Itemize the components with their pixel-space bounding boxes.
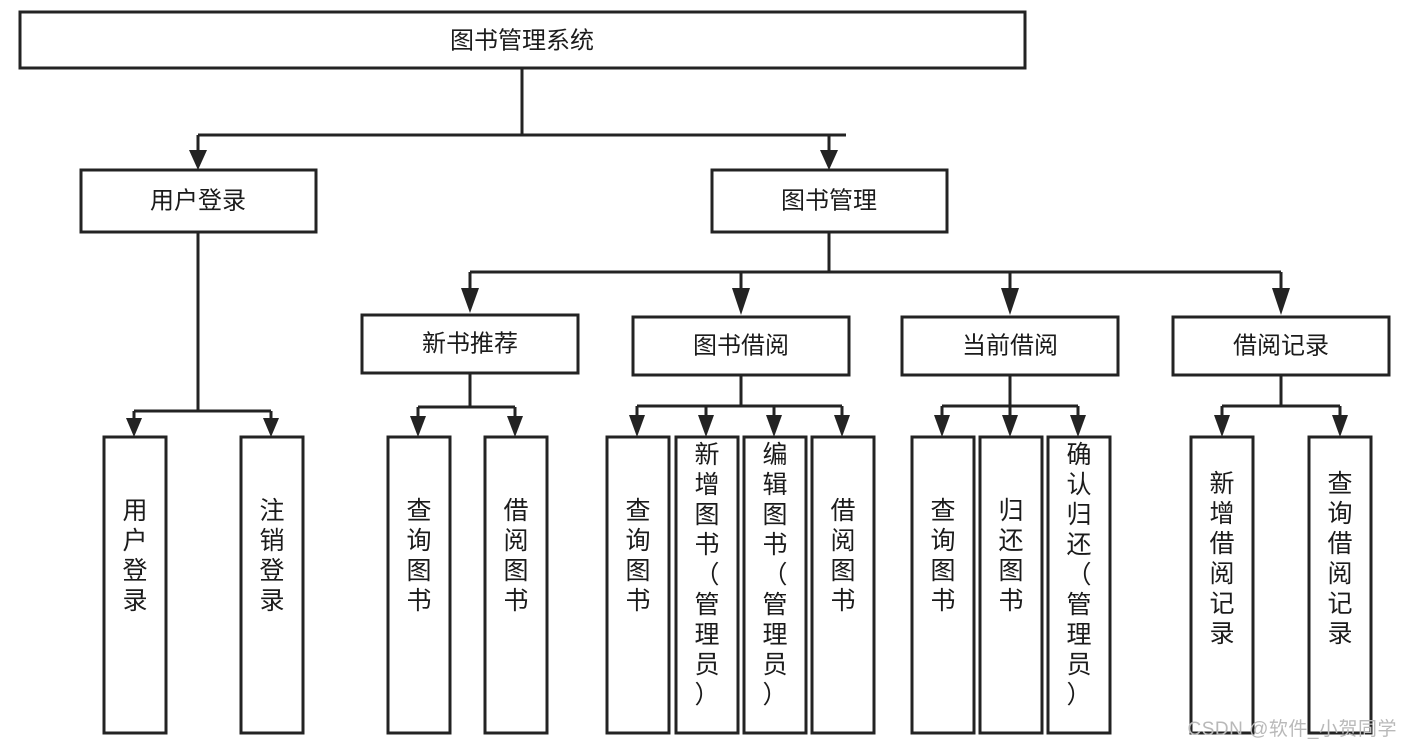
node-leaf-12-box [1189,435,1255,735]
connector-layer [126,68,1348,437]
arrowhead-leaf-1 [126,418,142,437]
node-user-login[interactable]: 用户登录 [79,168,318,234]
node-leaf-11-box [1046,435,1112,735]
node-current-borrow-label: 当前借阅 [962,332,1058,359]
arrowhead-new-book-rec [461,288,479,313]
node-leaf-9-label: 查询图书 [930,497,955,615]
node-leaf-7-box [742,435,808,735]
node-user-login-box [79,168,318,234]
arrowhead-current-borrow [1001,288,1019,315]
node-book-mgmt[interactable]: 图书管理 [710,168,949,234]
node-leaf-6-box [674,435,740,735]
arrowhead-leaf-11 [1070,415,1086,437]
node-borrow-record-box [1171,315,1391,377]
arrowhead-leaf-8 [834,415,850,437]
node-current-borrow-box [900,315,1120,377]
arrowhead-leaf-5 [629,415,645,437]
node-leaf-9-box [910,435,976,735]
node-leaf-12-label: 新增借阅记录 [1209,470,1234,648]
arrowhead-leaf-6 [698,415,714,437]
node-book-mgmt-box [710,168,949,234]
arrowhead-leaf-9 [934,415,950,437]
node-leaf-9[interactable]: 查询图书 [910,435,976,735]
node-leaf-11[interactable]: 确认归还（管理员） [1046,435,1112,735]
arrowhead-borrow-record [1272,288,1290,315]
node-leaf-2-label: 注销登录 [259,497,284,615]
node-root-box [18,10,1027,70]
node-leaf-13-label: 查询借阅记录 [1327,470,1352,648]
node-leaf-10-box [978,435,1044,735]
node-leaf-1-box [102,435,168,735]
arrowhead-user-login [189,150,207,170]
node-leaf-13-box [1307,435,1373,735]
node-user-login-label: 用户登录 [150,187,246,214]
node-new-book-rec-box [360,313,580,375]
node-leaf-13[interactable]: 查询借阅记录 [1307,435,1373,735]
node-leaf-11-label: 确认归还（管理员） [1066,441,1091,709]
node-leaf-3-box [386,435,452,735]
node-leaf-8-box [810,435,876,735]
node-leaf-8[interactable]: 借阅图书 [810,435,876,735]
node-leaf-4-box [483,435,549,735]
node-leaf-5-box [605,435,671,735]
node-leaf-8-label: 借阅图书 [830,497,855,615]
node-new-book-rec-label: 新书推荐 [422,330,518,357]
node-book-mgmt-label: 图书管理 [781,187,877,214]
node-borrow-record-label: 借阅记录 [1233,332,1329,359]
arrowhead-leaf-4 [507,416,523,437]
node-leaf-6[interactable]: 新增图书（管理员） [674,435,740,735]
node-leaf-1-label: 用户登录 [122,497,147,615]
node-leaf-3[interactable]: 查询图书 [386,435,452,735]
node-leaf-7-label: 编辑图书（管理员） [762,441,787,709]
node-leaf-4[interactable]: 借阅图书 [483,435,549,735]
node-leaf-1[interactable]: 用户登录 [102,435,168,735]
node-root-label: 图书管理系统 [450,27,594,54]
arrowhead-leaf-13 [1332,415,1348,437]
node-leaf-7[interactable]: 编辑图书（管理员） [742,435,808,735]
node-root[interactable]: 图书管理系统 [18,10,1027,70]
node-borrow-record[interactable]: 借阅记录 [1171,315,1391,377]
node-current-borrow[interactable]: 当前借阅 [900,315,1120,377]
node-book-borrow-box [631,315,851,377]
arrowhead-leaf-2 [263,418,279,437]
node-leaf-3-label: 查询图书 [406,497,431,615]
arrowhead-leaf-12 [1214,415,1230,437]
node-leaf-10[interactable]: 归还图书 [978,435,1044,735]
csdn-watermark: CSDN @软件_小贺同学 [1187,719,1397,740]
node-book-borrow[interactable]: 图书借阅 [631,315,851,377]
node-leaf-12[interactable]: 新增借阅记录 [1189,435,1255,735]
arrowhead-leaf-7 [766,415,782,437]
node-leaf-2-box [239,435,305,735]
arrowhead-leaf-10 [1002,415,1018,437]
node-leaf-5[interactable]: 查询图书 [605,435,671,735]
node-book-borrow-label: 图书借阅 [693,332,789,359]
node-leaf-2[interactable]: 注销登录 [239,435,305,735]
arrowhead-book-borrow [732,288,750,315]
arrowhead-leaf-3 [410,416,426,437]
node-leaf-4-label: 借阅图书 [503,497,528,615]
node-leaf-6-label: 新增图书（管理员） [694,441,719,709]
node-new-book-rec[interactable]: 新书推荐 [360,313,580,375]
node-leaf-5-label: 查询图书 [625,497,650,615]
arrowhead-book-mgmt [820,150,838,170]
node-leaf-10-label: 归还图书 [998,497,1023,615]
